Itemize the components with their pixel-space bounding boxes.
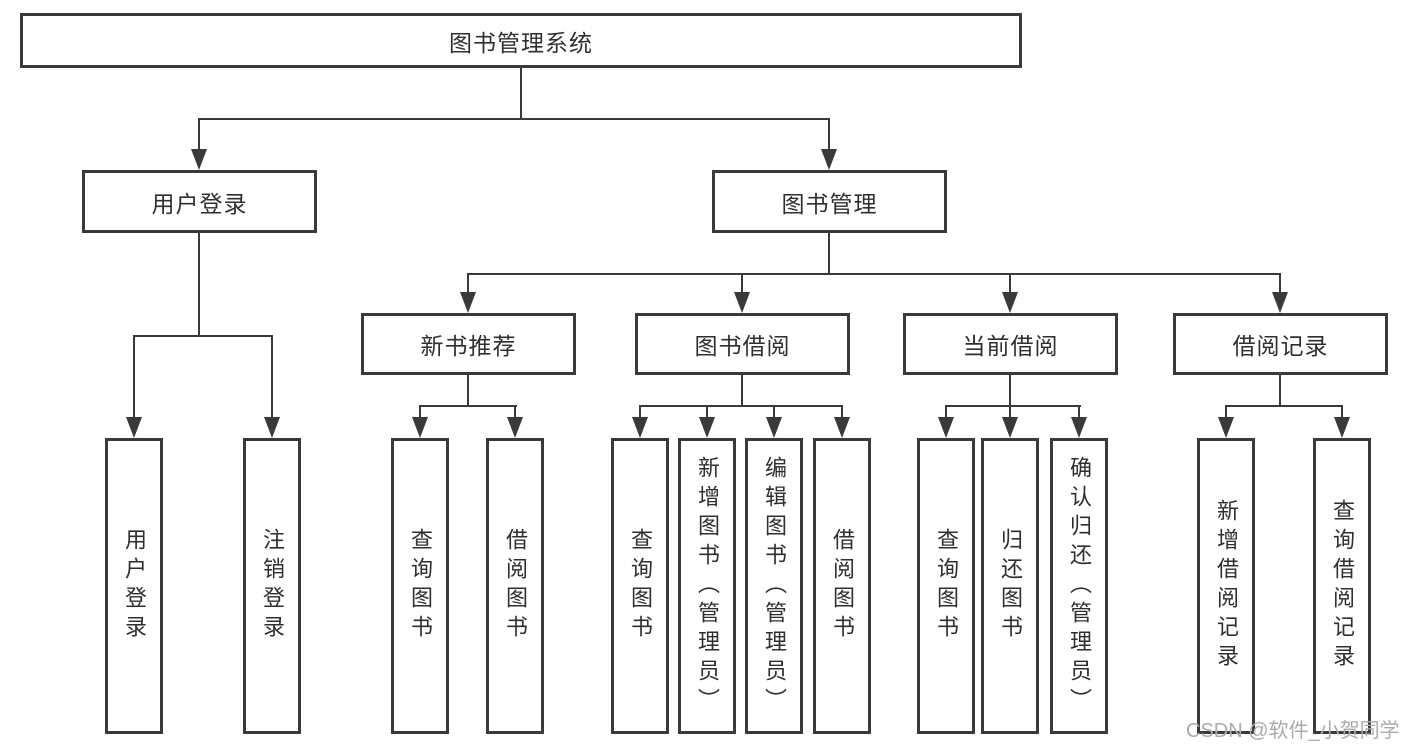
connector-line [639, 405, 641, 421]
connector-line [706, 405, 708, 421]
connector-line [419, 405, 421, 421]
arrow-down [1002, 417, 1018, 438]
leaf-query-books-recommend-label: 查询图书 [408, 528, 433, 644]
connector-line [945, 405, 947, 421]
leaf-add-borrow-record-label: 新增借阅记录 [1214, 499, 1239, 673]
connector-line [773, 405, 775, 421]
arrow-down [834, 417, 850, 438]
connector-line [741, 375, 743, 407]
connector-line [467, 273, 1281, 275]
node-user-login: 用户登录 [82, 170, 317, 233]
arrow-down [938, 417, 954, 438]
arrow-down [821, 149, 837, 170]
leaf-return-books: 归还图书 [981, 438, 1039, 734]
arrow-down [460, 292, 476, 313]
arrow-down [412, 417, 428, 438]
leaf-user-login-label: 用户登录 [122, 528, 147, 644]
leaf-confirm-return-admin: 确认归还（管理员） [1050, 438, 1108, 734]
leaf-query-borrow-record-label: 查询借阅记录 [1330, 499, 1355, 673]
node-new-book-recommend: 新书推荐 [361, 313, 576, 375]
node-user-login-label: 用户登录 [151, 190, 248, 217]
connector-line [828, 118, 830, 154]
arrow-down [191, 149, 207, 170]
node-borrowing-records-label: 借阅记录 [1232, 333, 1329, 359]
node-book-borrowing-label: 图书借阅 [694, 333, 791, 359]
arrow-down [1272, 292, 1288, 313]
node-current-borrowing-label: 当前借阅 [962, 333, 1059, 359]
connector-line [133, 335, 273, 337]
arrow-down [264, 417, 280, 438]
connector-line [741, 273, 743, 297]
leaf-logout-label: 注销登录 [260, 528, 285, 644]
arrow-down [1218, 417, 1234, 438]
arrow-down [632, 417, 648, 438]
connector-line [828, 233, 830, 275]
leaf-user-login: 用户登录 [105, 438, 163, 734]
leaf-edit-books-admin-label: 编辑图书（管理员） [762, 455, 787, 717]
connector-line [198, 233, 200, 337]
connector-line [520, 68, 522, 120]
connector-line [1279, 273, 1281, 297]
connector-line [1225, 405, 1343, 407]
connector-line [467, 273, 469, 297]
connector-line [945, 405, 1081, 407]
connector-line [1009, 375, 1011, 407]
leaf-edit-books-admin: 编辑图书（管理员） [745, 438, 803, 734]
leaf-logout: 注销登录 [243, 438, 301, 734]
connector-line [133, 335, 135, 420]
connector-line [841, 405, 843, 421]
node-library-system-label: 图书管理系统 [449, 29, 593, 56]
leaf-add-books-admin-label: 新增图书（管理员） [695, 455, 720, 717]
arrow-down [734, 292, 750, 313]
connector-line [271, 335, 273, 420]
arrow-down [126, 417, 142, 438]
arrow-down [1334, 417, 1350, 438]
leaf-borrow-books-recommend: 借阅图书 [486, 438, 544, 734]
arrow-down [1002, 292, 1018, 313]
leaf-confirm-return-admin-label: 确认归还（管理员） [1067, 455, 1092, 717]
connector-line [419, 405, 517, 407]
leaf-query-books-recommend: 查询图书 [391, 438, 449, 734]
node-library-system: 图书管理系统 [20, 13, 1022, 68]
connector-line [198, 118, 200, 154]
connector-line [1279, 375, 1281, 407]
leaf-query-books-current: 查询图书 [917, 438, 975, 734]
leaf-query-borrow-record: 查询借阅记录 [1313, 438, 1371, 734]
node-borrowing-records: 借阅记录 [1173, 313, 1388, 375]
leaf-query-books-borrowing: 查询图书 [611, 438, 669, 734]
leaf-add-borrow-record: 新增借阅记录 [1197, 438, 1255, 734]
node-book-management: 图书管理 [712, 170, 947, 233]
node-current-borrowing: 当前借阅 [903, 313, 1118, 375]
arrow-down [766, 417, 782, 438]
node-new-book-recommend-label: 新书推荐 [420, 333, 517, 359]
leaf-borrow-books: 借阅图书 [813, 438, 871, 734]
connector-line [1225, 405, 1227, 421]
leaf-return-books-label: 归还图书 [998, 528, 1023, 644]
node-book-borrowing: 图书借阅 [635, 313, 850, 375]
connector-line [639, 405, 843, 407]
leaf-add-books-admin: 新增图书（管理员） [678, 438, 736, 734]
connector-line [1009, 405, 1011, 421]
leaf-query-books-borrowing-label: 查询图书 [628, 528, 653, 644]
connector-line [1009, 273, 1011, 297]
connector-line [467, 375, 469, 407]
arrow-down [699, 417, 715, 438]
arrow-down [1071, 417, 1087, 438]
node-book-management-label: 图书管理 [781, 190, 878, 217]
leaf-query-books-current-label: 查询图书 [934, 528, 959, 644]
connector-line [1078, 405, 1080, 421]
csdn-watermark: CSDN @软件_小贺同学 [1186, 720, 1400, 742]
leaf-borrow-books-label: 借阅图书 [830, 528, 855, 644]
connector-line [514, 405, 516, 421]
arrow-down [507, 417, 523, 438]
connector-line [198, 118, 830, 120]
connector-line [1341, 405, 1343, 421]
leaf-borrow-books-recommend-label: 借阅图书 [503, 528, 528, 644]
